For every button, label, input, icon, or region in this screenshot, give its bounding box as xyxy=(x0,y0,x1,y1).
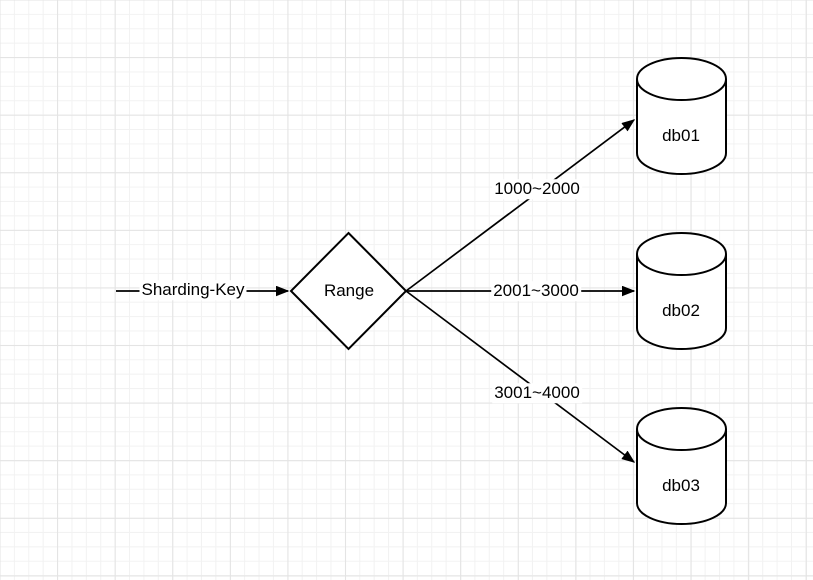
database-node-db03[interactable] xyxy=(636,407,727,525)
edge-label-db02-range[interactable]: 2001~3000 xyxy=(491,281,581,301)
database-node-db01[interactable] xyxy=(636,57,727,175)
decision-label[interactable]: Range xyxy=(323,281,375,301)
db02-cylinder-body[interactable] xyxy=(636,254,727,350)
decision-node-range[interactable] xyxy=(289,231,408,351)
edge-range-to-db03[interactable] xyxy=(405,290,634,462)
edge-label-db03-range[interactable]: 3001~4000 xyxy=(492,383,582,403)
db02-cylinder-top[interactable] xyxy=(636,232,727,276)
edge-range-to-db01[interactable] xyxy=(405,120,634,292)
db01-label[interactable]: db01 xyxy=(662,126,700,146)
input-edge-label[interactable]: Sharding-Key xyxy=(139,280,247,300)
db03-cylinder-body[interactable] xyxy=(636,429,727,525)
db01-cylinder-body[interactable] xyxy=(636,79,727,175)
database-node-db02[interactable] xyxy=(636,232,727,350)
db02-label[interactable]: db02 xyxy=(662,301,700,321)
edge-label-db01-range[interactable]: 1000~2000 xyxy=(492,179,582,199)
db03-label[interactable]: db03 xyxy=(662,476,700,496)
db03-cylinder-top[interactable] xyxy=(636,407,727,451)
db01-cylinder-top[interactable] xyxy=(636,57,727,101)
